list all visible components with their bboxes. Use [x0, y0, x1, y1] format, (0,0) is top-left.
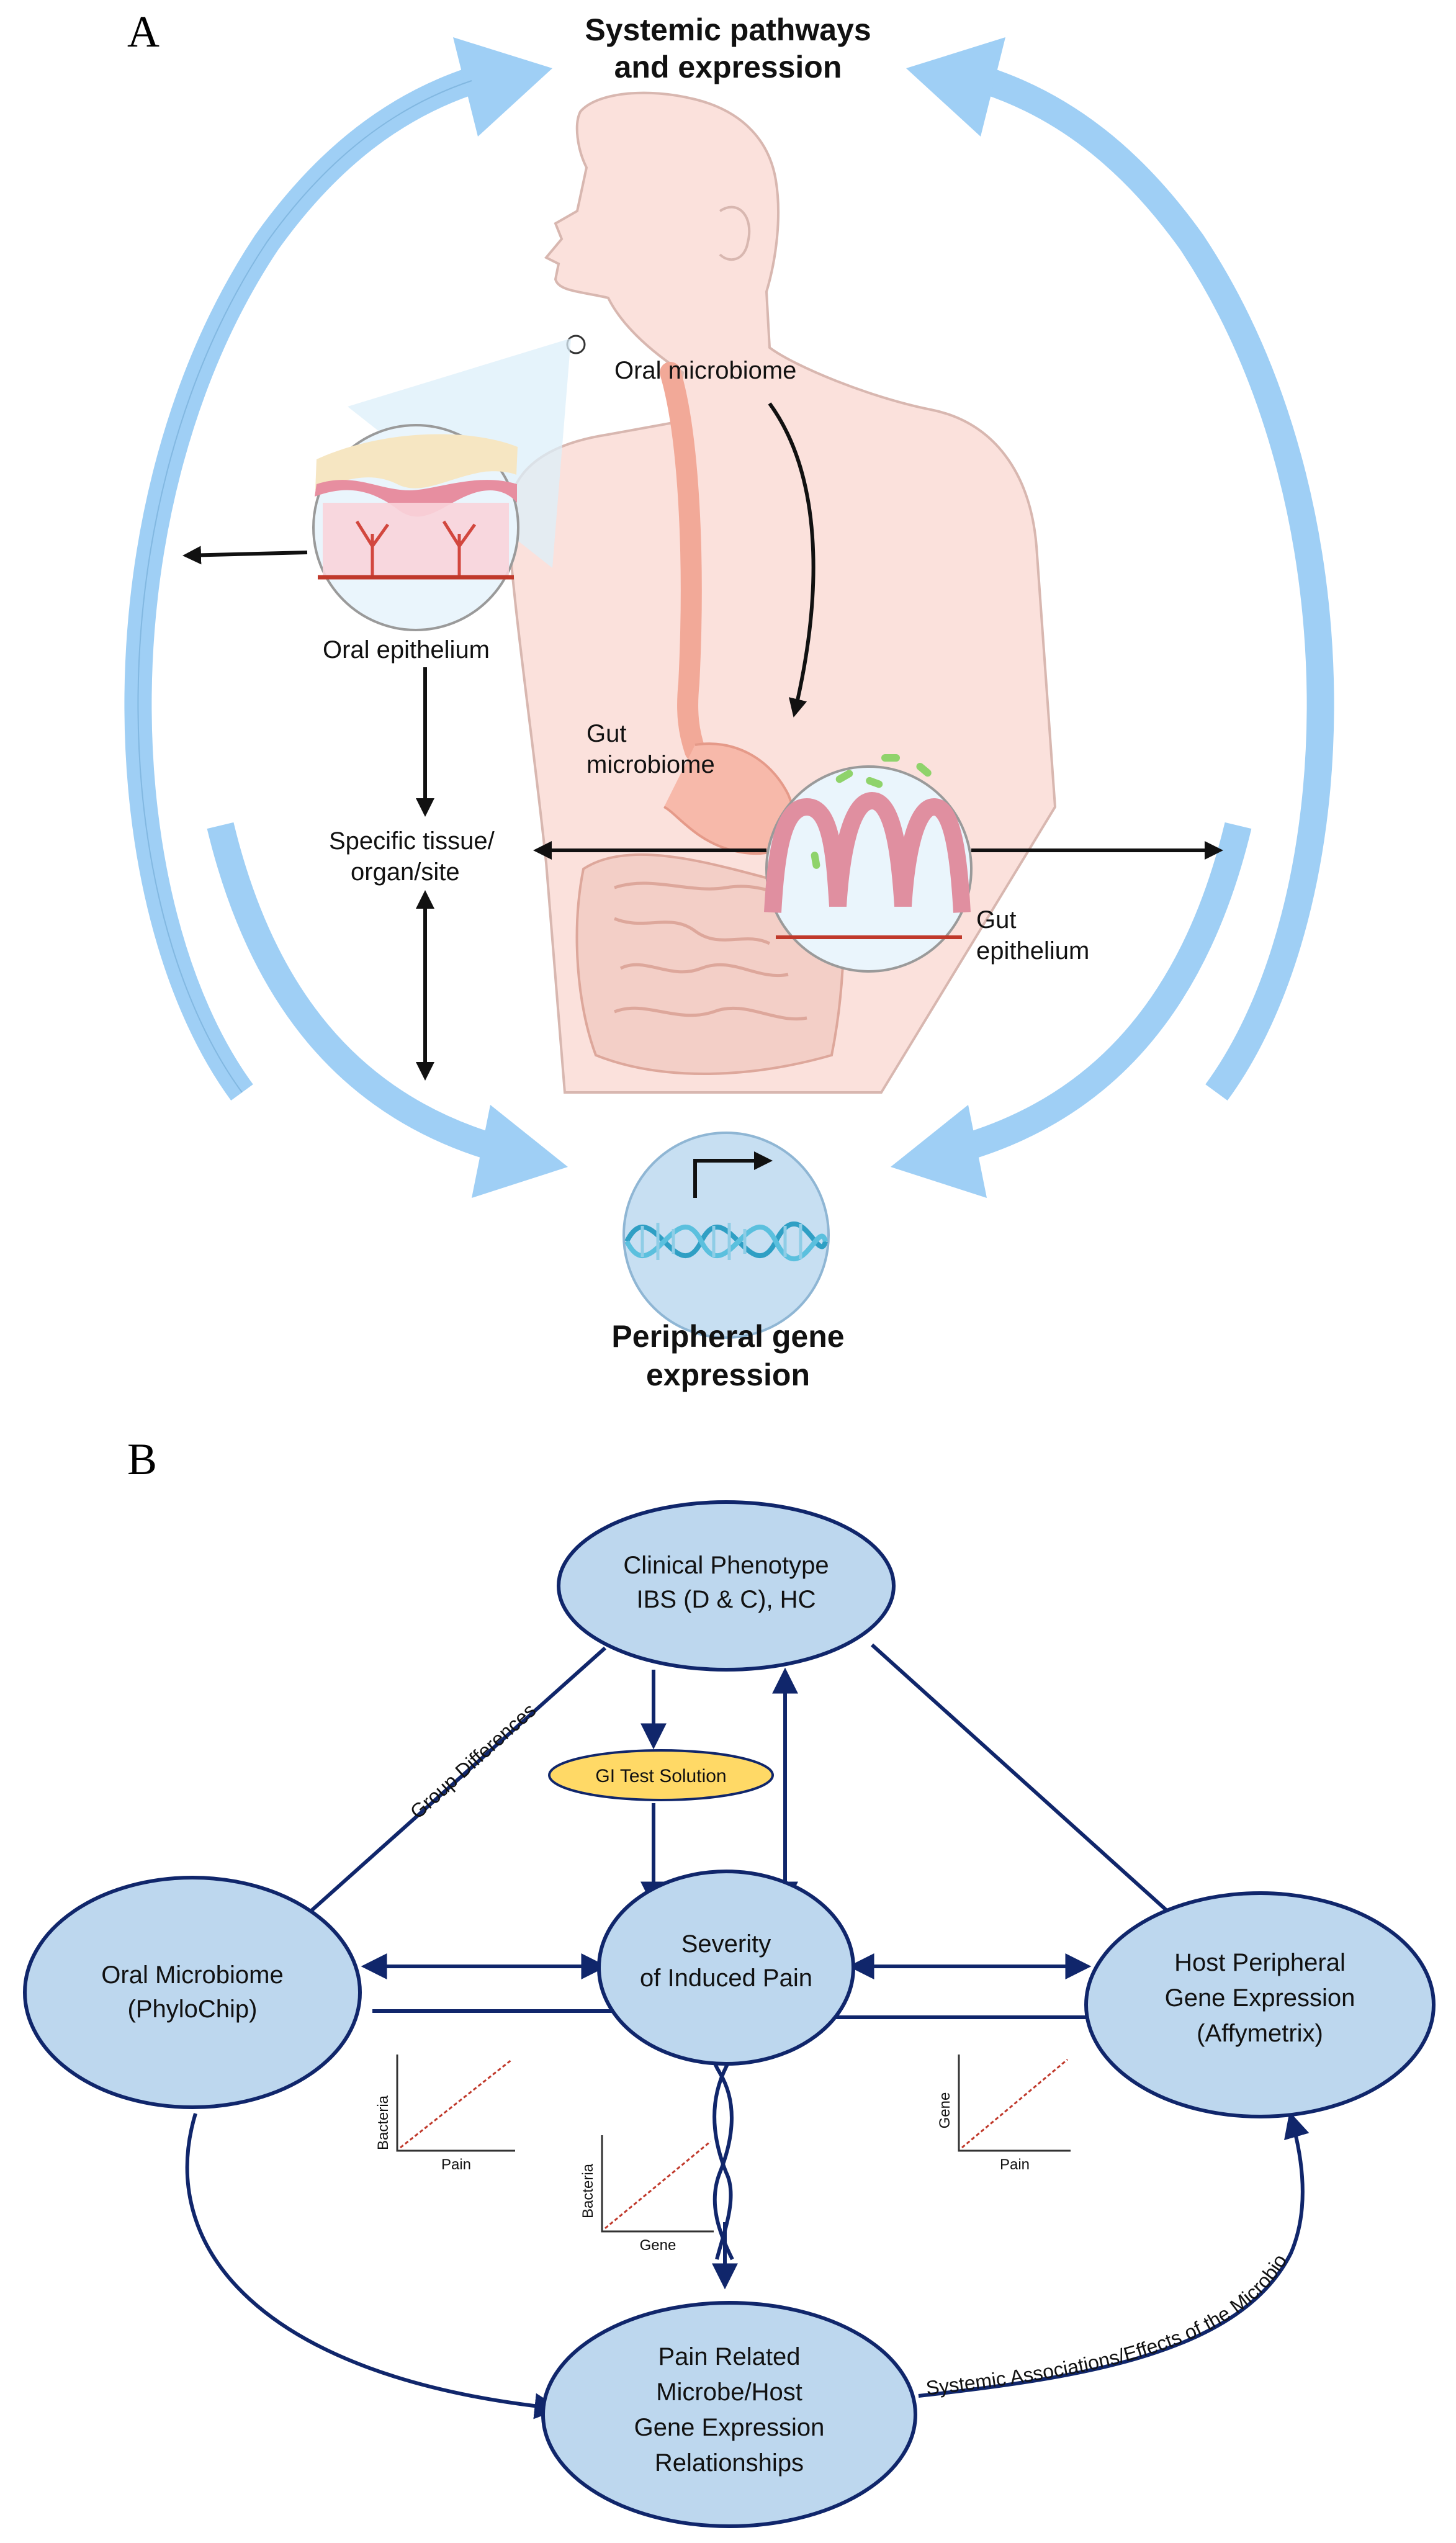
node-oral-microbiome: Oral Microbiome (PhyloChip)	[23, 1876, 362, 2109]
oral-microbiome-line2: (PhyloChip)	[128, 1996, 258, 2023]
edge-oral-to-pain	[185, 2113, 561, 2419]
panel-b-letter: B	[127, 1434, 157, 1484]
mini-right-x-label: Pain	[1000, 2156, 1030, 2173]
arrow-oral-to-systemic	[182, 546, 308, 565]
mini-mid-y-label: Bacteria	[580, 2163, 596, 2218]
dna-circle	[622, 1132, 830, 1339]
node-severity-of-induced-pain: Severity of Induced Pain	[597, 1870, 855, 2066]
node-clinical-phenotype: Clinical Phenotype IBS (D & C), HC	[557, 1500, 896, 1672]
edge-clinical-to-oral	[278, 1646, 606, 1940]
gut-microbiome-label-line1: Gut	[586, 720, 626, 747]
big-arrow-bottom-left	[207, 822, 568, 1198]
systemic-label-line1: Systemic pathways	[585, 12, 871, 47]
pain-related-line1: Pain Related	[658, 2343, 800, 2370]
pain-related-line4: Relationships	[655, 2449, 804, 2477]
gi-test-solution-label: GI Test Solution	[595, 1766, 726, 1786]
edge-clinical-to-host	[870, 1643, 1190, 1931]
big-arrow-top-right	[906, 37, 1334, 1100]
edge-pain-to-host	[918, 2111, 1310, 2398]
mini-left-y-label: Bacteria	[375, 2095, 392, 2150]
gut-epithelium-label-line2: epithelium	[976, 937, 1089, 965]
node-gi-test-solution: GI Test Solution	[548, 1749, 774, 1801]
mini-plot-bacteria-pain: Bacteria Pain	[375, 2055, 515, 2173]
gut-epithelium-circle	[764, 754, 973, 973]
mini-mid-x-label: Gene	[640, 2237, 676, 2254]
mini-left-x-label: Pain	[441, 2156, 471, 2173]
severity-line2: of Induced Pain	[640, 1965, 812, 1992]
pain-related-line2: Microbe/Host	[656, 2379, 802, 2406]
node-host-peripheral: Host Peripheral Gene Expression (Affymet…	[1084, 1891, 1436, 2118]
mini-plot-bacteria-gene: Bacteria Gene	[580, 2135, 714, 2254]
gut-microbiome-label-line2: microbiome	[586, 751, 715, 778]
specific-tissue-label-line2: organ/site	[351, 858, 460, 886]
host-peripheral-line3: (Affymetrix)	[1197, 2020, 1323, 2047]
mini-plot-gene-pain: Gene Pain	[937, 2055, 1071, 2173]
host-peripheral-line1: Host Peripheral	[1174, 1949, 1346, 1976]
arrow-oral-to-gut	[768, 402, 816, 718]
systemic-label-line2: and expression	[614, 50, 842, 84]
panel-a-letter: A	[127, 7, 160, 56]
gut-epithelium-label-line1: Gut	[976, 906, 1016, 934]
oral-epithelium-label: Oral epithelium	[323, 636, 490, 664]
oral-microbiome-label: Oral microbiome	[614, 357, 796, 384]
group-differences-label: Group Differences	[406, 1699, 541, 1823]
node-pain-related: Pain Related Microbe/Host Gene Expressio…	[541, 2301, 917, 2528]
oral-epithelium-circle	[312, 424, 519, 631]
big-arrow-bottom-right	[891, 822, 1252, 1198]
peripheral-label-line2: expression	[646, 1357, 810, 1392]
peripheral-label-line1: Peripheral gene	[611, 1319, 844, 1354]
host-peripheral-line2: Gene Expression	[1165, 1984, 1355, 2012]
human-figure	[506, 91, 1057, 1094]
clinical-phenotype-line2: IBS (D & C), HC	[637, 1586, 816, 1613]
specific-tissue-label-line1: Specific tissue/	[329, 827, 495, 855]
severity-line1: Severity	[681, 1930, 771, 1958]
mini-right-y-label: Gene	[937, 2092, 953, 2129]
pain-related-line3: Gene Expression	[634, 2414, 825, 2441]
clinical-phenotype-line1: Clinical Phenotype	[623, 1552, 829, 1579]
big-arrow-top-left	[124, 37, 552, 1100]
oral-microbiome-line1: Oral Microbiome	[101, 1961, 283, 1989]
panel-a-black-arrows	[182, 402, 1223, 1081]
